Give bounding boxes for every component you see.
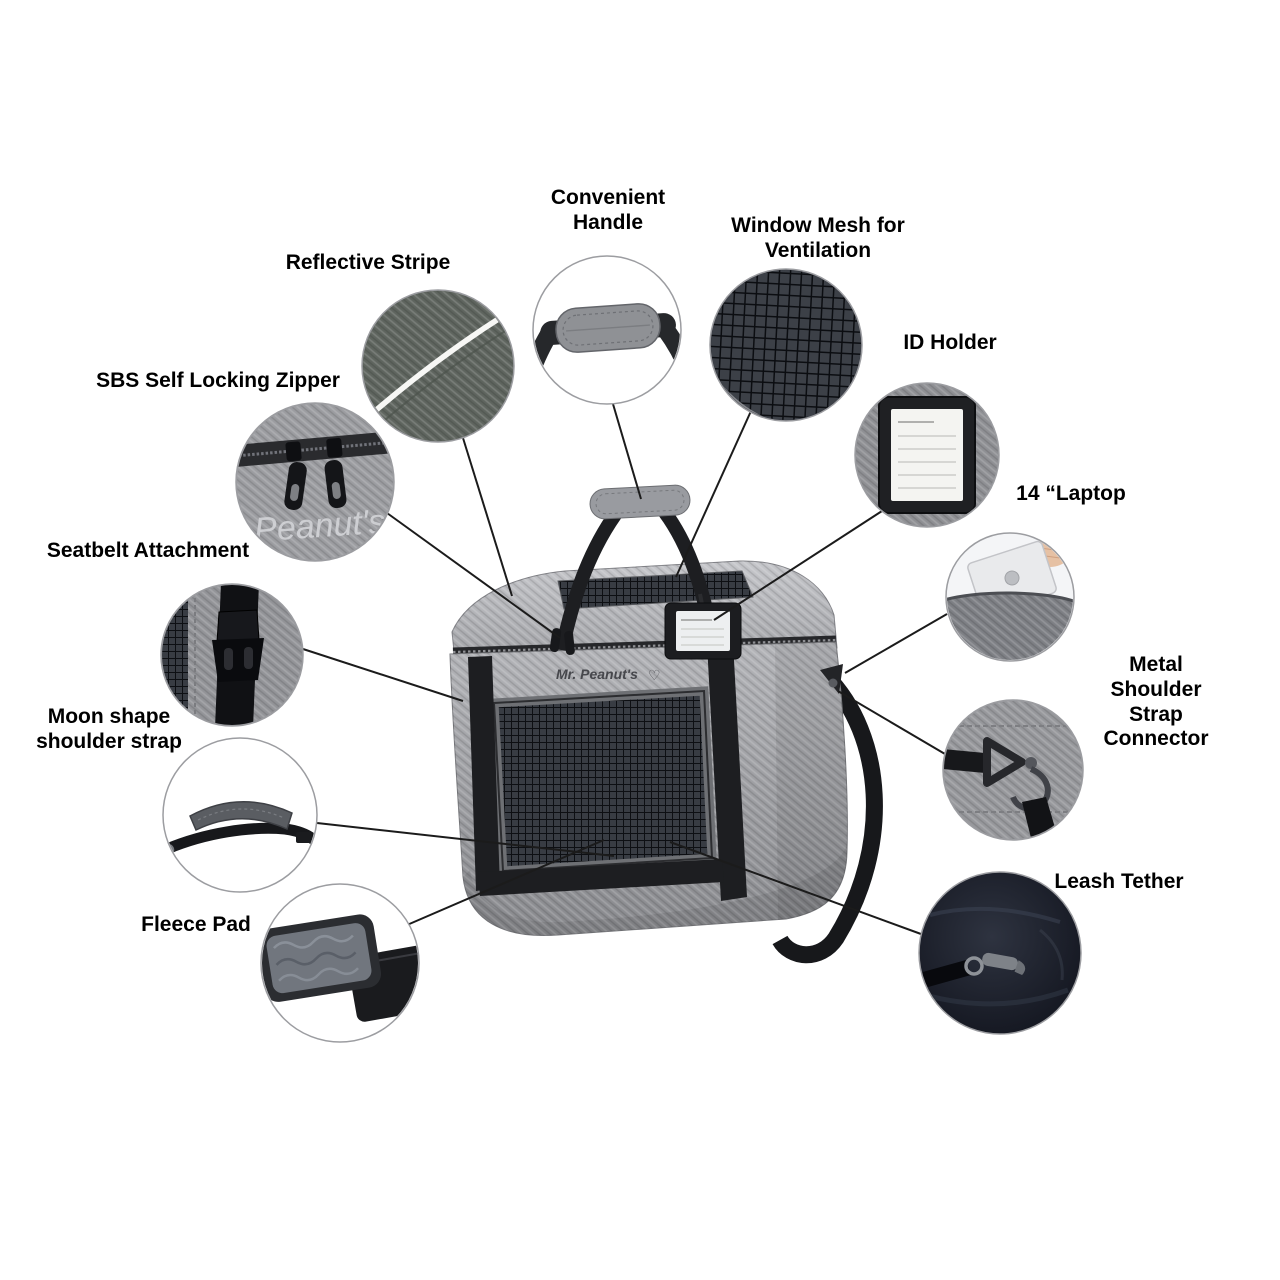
line-moon-strap: [316, 822, 615, 857]
label-window-mesh: Window Mesh for Ventilation: [731, 214, 905, 262]
callout-photo-id-holder: [854, 382, 1000, 528]
line-leash-tether: [669, 841, 922, 935]
front-strap-left: [468, 656, 500, 891]
brand-logo-heart-icon: ♡: [648, 667, 661, 683]
line-reflective-stripe: [462, 437, 513, 597]
front-strap-bottom: [478, 859, 724, 896]
pet-carrier-bag: Mr. Peanut's ♡: [449, 484, 883, 964]
callout-photo-convenient-handle: [532, 255, 682, 405]
callout-photo-sbs-zipper: Peanut's: [235, 402, 395, 562]
callout-photo-laptop: [945, 532, 1075, 662]
line-laptop: [844, 613, 948, 674]
label-moon-strap: Moon shape shoulder strap: [36, 705, 182, 753]
handle-pad: [589, 484, 691, 520]
bag-id-tag: [664, 593, 742, 660]
bag-zipper-pulls: [549, 628, 575, 655]
line-fleece-pad: [406, 839, 605, 926]
callout-photo-window-mesh: [709, 268, 863, 422]
line-seatbelt: [302, 648, 464, 702]
shoulder-strap: [772, 670, 883, 964]
label-laptop: 14 “Laptop: [1016, 482, 1126, 505]
label-sbs-zipper: SBS Self Locking Zipper: [96, 369, 340, 392]
lid-zipper-teeth: [452, 638, 837, 654]
bag-side-shade: [775, 642, 848, 920]
brand-text: Mr. Peanut's: [556, 666, 638, 682]
front-mesh-window: [489, 686, 717, 876]
bag-bottom-shade: [463, 845, 847, 936]
label-convenient-handle: Convenient Handle: [550, 186, 666, 234]
callout-photo-seatbelt: [160, 583, 304, 727]
callout-photo-fleece-pad: [260, 883, 420, 1043]
callout-photo-moon-strap: [162, 737, 318, 893]
line-id-holder: [713, 510, 883, 621]
front-strap-right: [707, 642, 747, 901]
line-window-mesh: [675, 410, 752, 578]
label-leash-tether: Leash Tether: [1054, 870, 1184, 893]
line-convenient-handle: [612, 403, 642, 500]
label-reflective-stripe: Reflective Stripe: [285, 251, 451, 274]
watermark-text: Peanut's: [253, 502, 387, 549]
callout-lines: [302, 403, 948, 935]
line-metal-connector: [837, 690, 946, 755]
line-sbs-zipper: [386, 512, 561, 639]
label-id-holder: ID Holder: [903, 331, 997, 354]
label-metal-connector: Metal Shoulder Strap Connector: [1103, 653, 1209, 751]
label-seatbelt: Seatbelt Attachment: [46, 539, 250, 562]
label-fleece-pad: Fleece Pad: [141, 913, 251, 936]
handle-strap-left: [555, 503, 626, 652]
bag-strap-connector: [820, 664, 843, 694]
callout-photo-reflective-stripe: [361, 289, 515, 443]
callout-photo-leash-tether: [918, 871, 1082, 1035]
callout-photo-metal-connector: [942, 699, 1084, 841]
